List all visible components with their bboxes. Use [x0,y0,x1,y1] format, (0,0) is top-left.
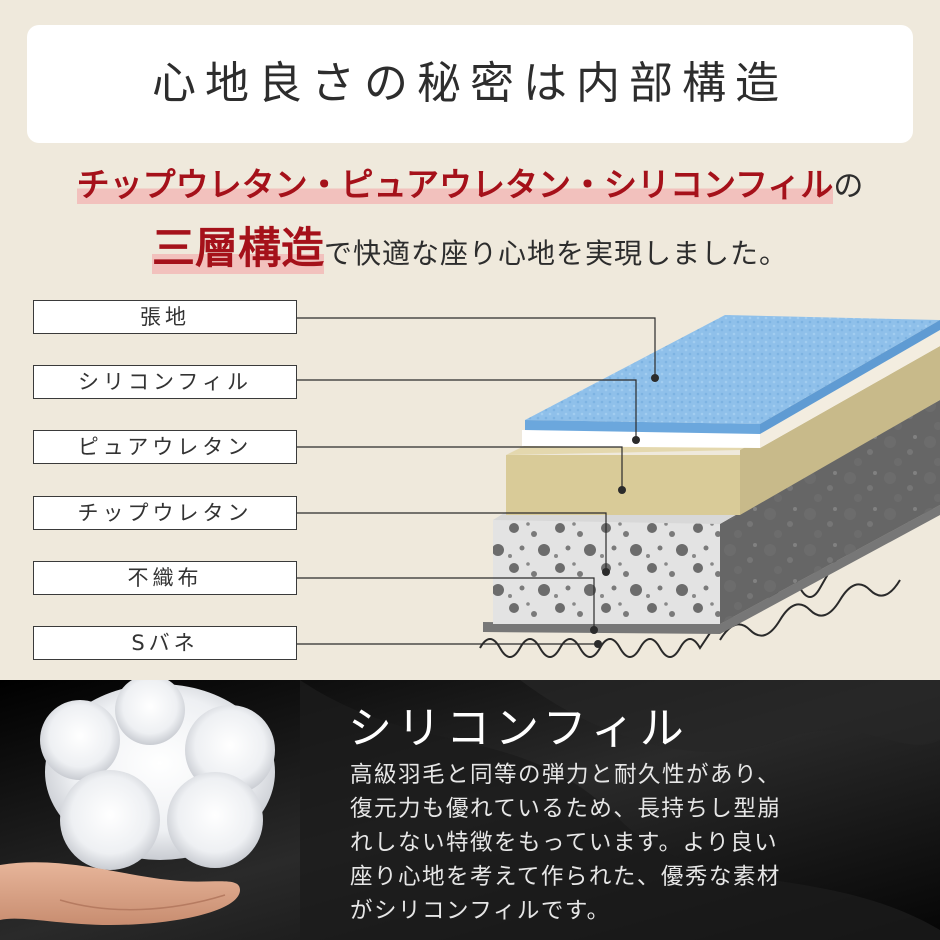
feature-description: 高級羽毛と同等の弾力と耐久性があり、 復元力も優れているため、長持ちし型崩 れし… [350,758,890,928]
leader-dots [590,374,659,648]
headline-rest-text: で快適な座り心地を実現しました。 [323,237,788,270]
label-non-woven: 不織布 [33,561,297,595]
materials-text: チップウレタン・ピュアウレタン・シリコンフィル [76,165,834,204]
feature-line: 高級羽毛と同等の弾力と耐久性があり、 [350,762,782,788]
label-chip-urethane: チップウレタン [33,496,297,530]
feature-line: 復元力も優れているため、長持ちし型崩 [350,796,782,822]
headline-structure-line: 三層構造で快適な座り心地を実現しました。 [0,214,940,276]
particle-text: の [833,169,864,204]
feature-title: シリコンフィル [348,703,689,754]
fabric-top-surface [525,315,940,424]
label-s-spring: Sバネ [33,626,297,660]
title-banner: 心地良さの秘密は内部構造 [27,25,913,143]
emphasis-text: 三層構造 [151,224,324,274]
feature-line: がシリコンフィルです。 [350,898,611,924]
fabric-front-edge [525,420,760,434]
feature-panel [0,680,940,940]
feature-line: 座り心地を考えて作られた、優秀な素材 [350,864,781,890]
chip-urethane-side-dots [720,400,940,624]
page-title: 心地良さの秘密は内部構造 [152,58,788,109]
silicone-fill-cotton-image [0,680,275,925]
label-pure-urethane: ピュアウレタン [33,430,297,464]
feature-line: れしない特徴をもっています。より良い [350,830,779,856]
layer-diagram-illustration [297,315,940,658]
leader-lines [297,317,656,645]
pure-urethane-side [740,340,940,515]
label-fabric: 張地 [33,300,297,334]
pure-urethane-front [506,455,740,515]
dark-silk-background [0,680,940,940]
headline-materials-line: チップウレタン・ピュアウレタン・シリコンフィルの [0,158,940,206]
label-silicone-fill: シリコンフィル [33,365,297,399]
